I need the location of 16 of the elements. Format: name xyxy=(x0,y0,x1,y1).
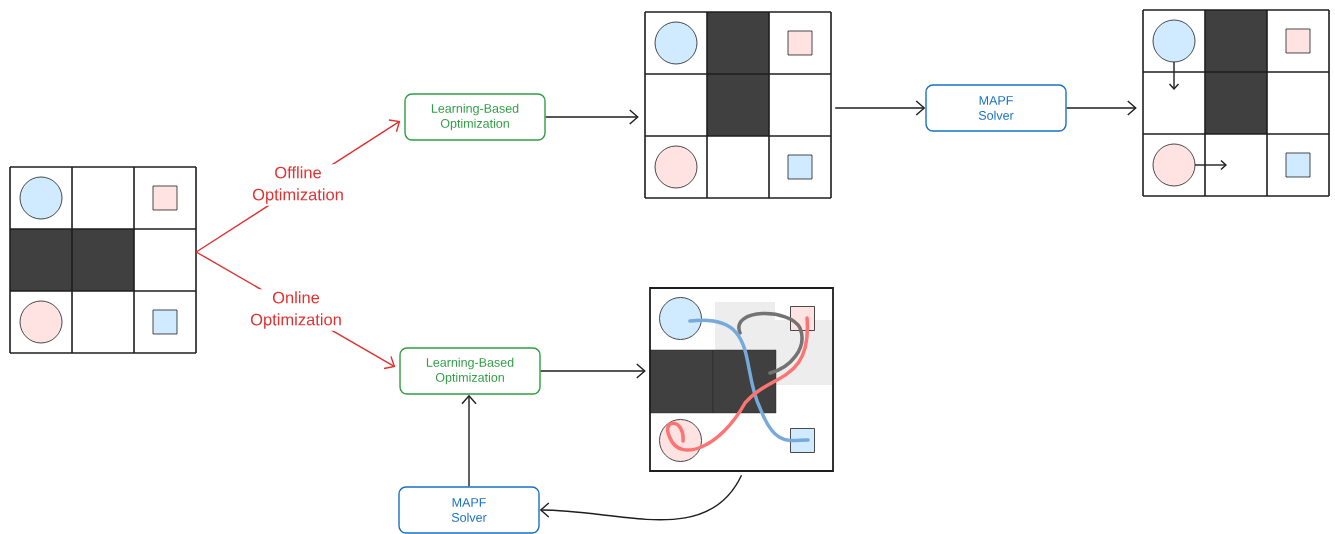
arrow xyxy=(461,394,477,487)
arrow xyxy=(834,100,926,116)
process-box: Learning-Based Optimization xyxy=(399,347,541,395)
edge-label: Online Optimization xyxy=(250,291,341,329)
grid-drawing xyxy=(1142,9,1330,197)
arrow xyxy=(1066,100,1137,116)
arrow xyxy=(545,109,639,125)
grid-drawing xyxy=(644,11,832,199)
grid-drawing xyxy=(649,287,834,472)
process-box: Learning-Based Optimization xyxy=(404,93,546,141)
grid-drawing xyxy=(9,166,197,354)
process-box: MAPF Solver xyxy=(925,84,1067,132)
process-box: MAPF Solver xyxy=(398,486,540,534)
arrow xyxy=(539,474,743,521)
edge-label: Offline Optimization xyxy=(252,166,343,204)
arrow xyxy=(540,363,646,379)
